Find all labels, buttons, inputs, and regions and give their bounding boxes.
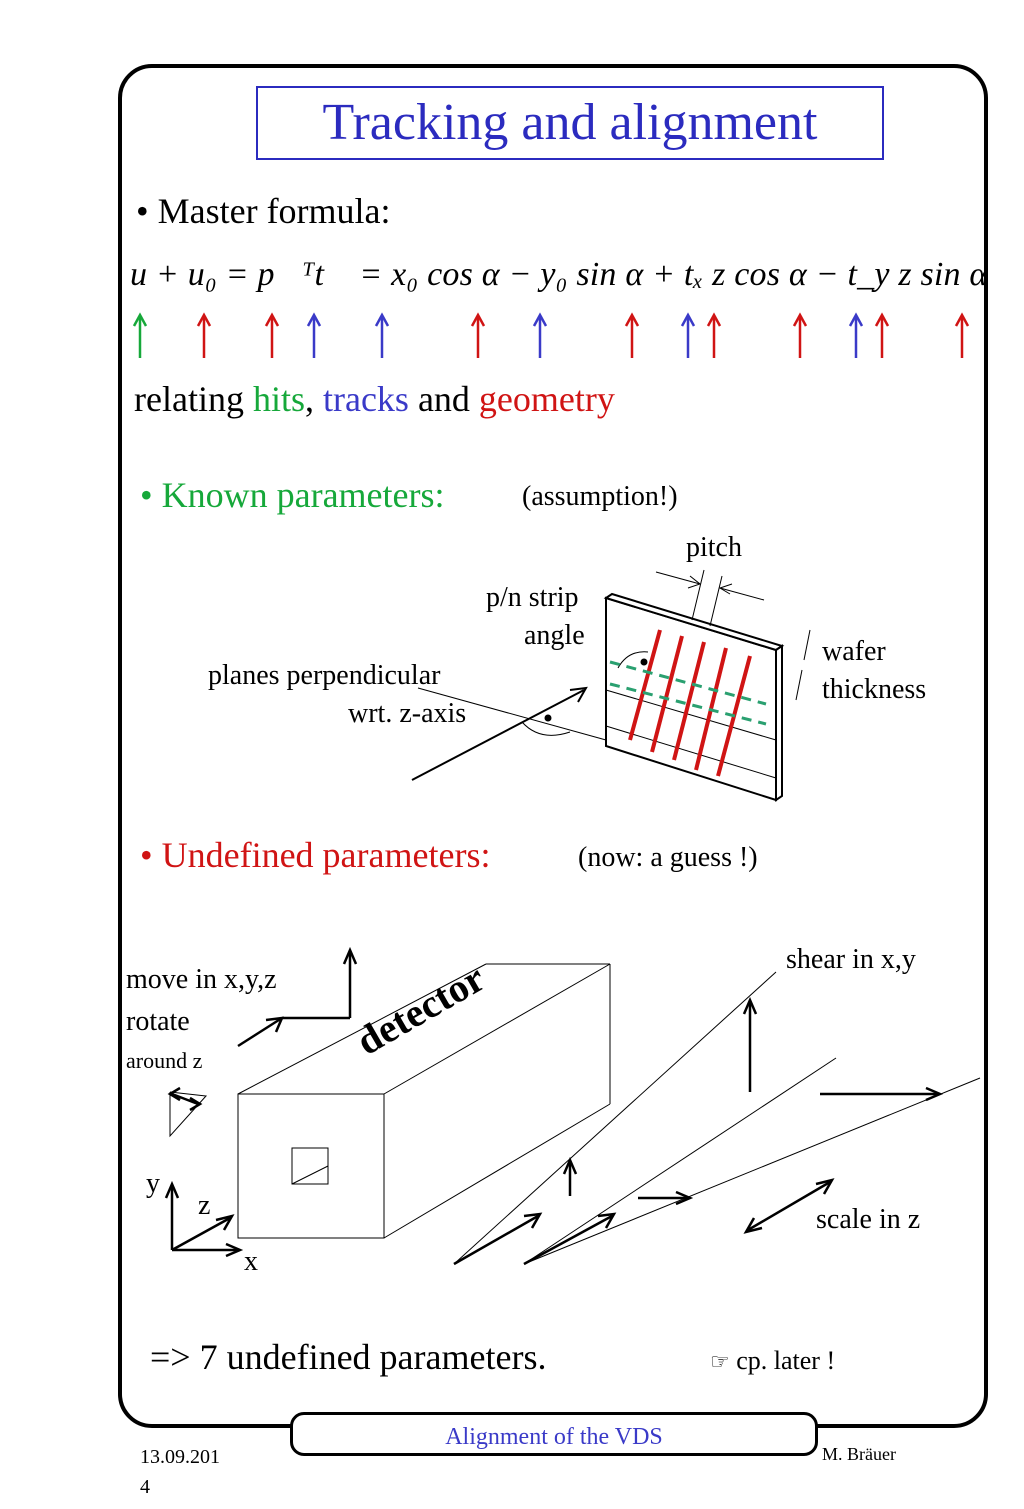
master-formula: u + u₀ = p⃗ᵀt⃗ = x₀ cos α − y₀ sin α + t… [130, 256, 988, 293]
footer-box: Alignment of the VDS [290, 1412, 818, 1456]
title-box: Tracking and alignment [256, 86, 884, 160]
footer-title: Alignment of the VDS [445, 1424, 663, 1450]
scale-label: scale in z [816, 1204, 921, 1235]
relating-line: relating hits, tracks and geometry [134, 378, 615, 420]
word-geometry: geometry [478, 379, 615, 419]
planes-label-1: planes perpendicular [208, 660, 441, 691]
strip-angle-label-1: p/n strip [486, 582, 579, 613]
known-parameters-label: • Known parameters: [140, 475, 445, 515]
comma: , [304, 379, 323, 419]
word-hits: hits [252, 379, 305, 419]
cp-later: ☞ cp. later ! [710, 1346, 835, 1376]
wafer-label-2: thickness [822, 674, 927, 705]
wafer-label-1: wafer [822, 636, 886, 667]
word-tracks: tracks [322, 379, 409, 419]
footer-author: M. Bräuer [822, 1444, 896, 1464]
undefined-parameters-label: • Undefined parameters: [140, 835, 491, 875]
move-label: move in x,y,z [126, 964, 277, 995]
word-and: and [408, 379, 479, 419]
axis-x-label: x [244, 1246, 258, 1277]
footer-date-2: 4 [140, 1476, 150, 1498]
footer-date-1: 13.09.201 [140, 1446, 220, 1468]
axis-z-label: z [198, 1190, 211, 1221]
shear-label: shear in x,y [786, 944, 916, 975]
cp-later-text: cp. later ! [736, 1346, 836, 1375]
known-parameters-note: (assumption!) [522, 481, 678, 512]
conclusion-text: => 7 undefined parameters. [150, 1337, 547, 1377]
undefined-parameters-note: (now: a guess !) [578, 842, 758, 873]
pitch-label: pitch [686, 532, 742, 563]
pointing-hand-icon: ☞ [710, 1349, 730, 1374]
master-formula-label: • Master formula: [136, 191, 391, 231]
planes-label-2: wrt. z-axis [348, 698, 467, 729]
slide-title: Tracking and alignment [322, 94, 818, 151]
rotate-label: rotate [126, 1006, 190, 1037]
axis-y-label: y [146, 1168, 160, 1199]
around-z-label: around z [126, 1048, 203, 1073]
relating-prefix: relating [134, 379, 253, 419]
strip-angle-label-2: angle [524, 620, 585, 651]
